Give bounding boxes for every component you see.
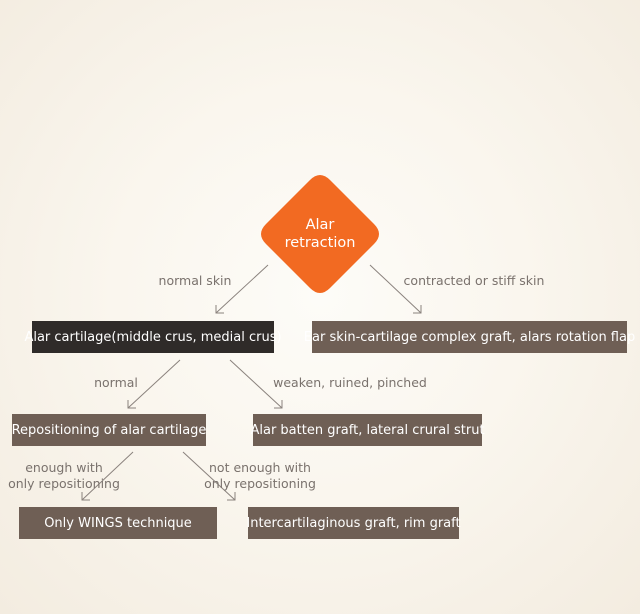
edge-label-normal: normal xyxy=(94,375,138,390)
node-batten-graft: Alar batten graft, lateral crural strut xyxy=(250,414,485,446)
edge-label-normal-skin: normal skin xyxy=(158,273,232,288)
node-intercartilaginous: Intercartilaginous graft, rim graft xyxy=(246,507,461,539)
node-alar-cartilage: Alar cartilage(middle crus, medial crus) xyxy=(24,321,282,353)
edge-label-weakened: weaken, ruined, pinched xyxy=(273,375,427,390)
root-diamond xyxy=(261,175,379,293)
arrow-repositioning-to-intercartilaginous xyxy=(182,451,236,501)
root-label-line2: retraction xyxy=(284,235,356,251)
arrow-alar-cartilage-to-batten-graft xyxy=(229,359,283,409)
diamond-shape xyxy=(261,175,379,293)
edge-label-enough-repositioning: enough with only repositioning xyxy=(8,460,120,491)
node-ear-graft: Ear skin-cartilage complex graft, alars … xyxy=(304,321,635,353)
arrow-alar-cartilage-to-repositioning xyxy=(127,359,181,409)
edge-label-stiff-skin: contracted or stiff skin xyxy=(403,273,545,288)
arrow-root-to-alar-cartilage xyxy=(215,264,269,314)
arrow-repositioning-to-wings xyxy=(81,451,134,501)
node-wings: Only WINGS technique xyxy=(19,507,217,539)
arrow-root-to-ear-graft xyxy=(369,264,422,314)
node-repositioning: Repositioning of alar cartilage xyxy=(12,414,206,446)
edge-label-not-enough-repositioning: not enough with only repositioning xyxy=(204,460,316,491)
root-label-line1: Alar xyxy=(305,217,335,233)
root-label: Alar retraction xyxy=(260,174,380,294)
